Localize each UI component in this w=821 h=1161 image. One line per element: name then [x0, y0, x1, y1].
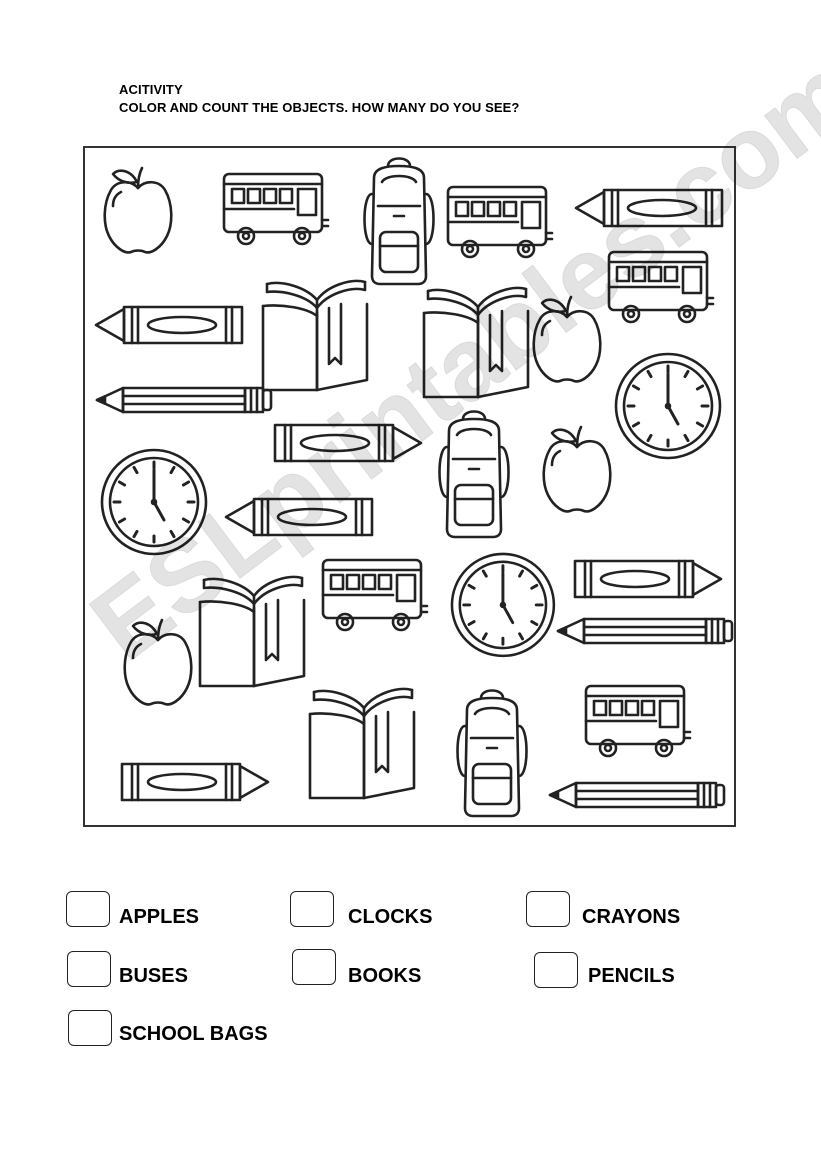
crayon-icon: [120, 762, 270, 802]
count-label-books: BOOKS: [348, 965, 422, 987]
pencil-icon: [548, 781, 726, 809]
count-label-crayons: CRAYONS: [582, 906, 681, 928]
clock-icon: [450, 552, 556, 658]
bus-icon: [321, 558, 429, 632]
count-box-clocks[interactable]: [290, 891, 334, 927]
count-label-pencils: PENCILS: [588, 965, 675, 987]
apple-icon: [103, 166, 173, 254]
school-bag-icon: [456, 689, 528, 818]
crayon-icon: [94, 305, 244, 345]
crayon-icon: [573, 559, 723, 599]
activity-title: ACITIVITY: [119, 82, 183, 97]
book-icon: [308, 687, 416, 800]
school-bag-icon: [363, 157, 435, 286]
count-box-pencils[interactable]: [534, 952, 578, 988]
count-box-crayons[interactable]: [526, 891, 570, 927]
clock-icon: [614, 352, 722, 460]
count-label-buses: BUSES: [119, 965, 188, 987]
count-label-school-bags: SCHOOL BAGS: [119, 1023, 268, 1045]
count-box-school-bags[interactable]: [68, 1010, 112, 1046]
pencil-icon: [556, 617, 734, 645]
activity-instructions: COLOR AND COUNT THE OBJECTS. HOW MANY DO…: [119, 100, 520, 115]
picture-frame: [83, 146, 736, 827]
count-label-clocks: CLOCKS: [348, 906, 433, 928]
book-icon: [261, 279, 369, 392]
pencil-icon: [95, 386, 273, 414]
bus-icon: [584, 684, 692, 758]
count-box-buses[interactable]: [67, 951, 111, 987]
count-box-books[interactable]: [292, 949, 336, 985]
count-box-apples[interactable]: [66, 891, 110, 927]
bus-icon: [222, 172, 330, 246]
count-label-apples: APPLES: [119, 906, 200, 928]
apple-icon: [542, 425, 612, 513]
